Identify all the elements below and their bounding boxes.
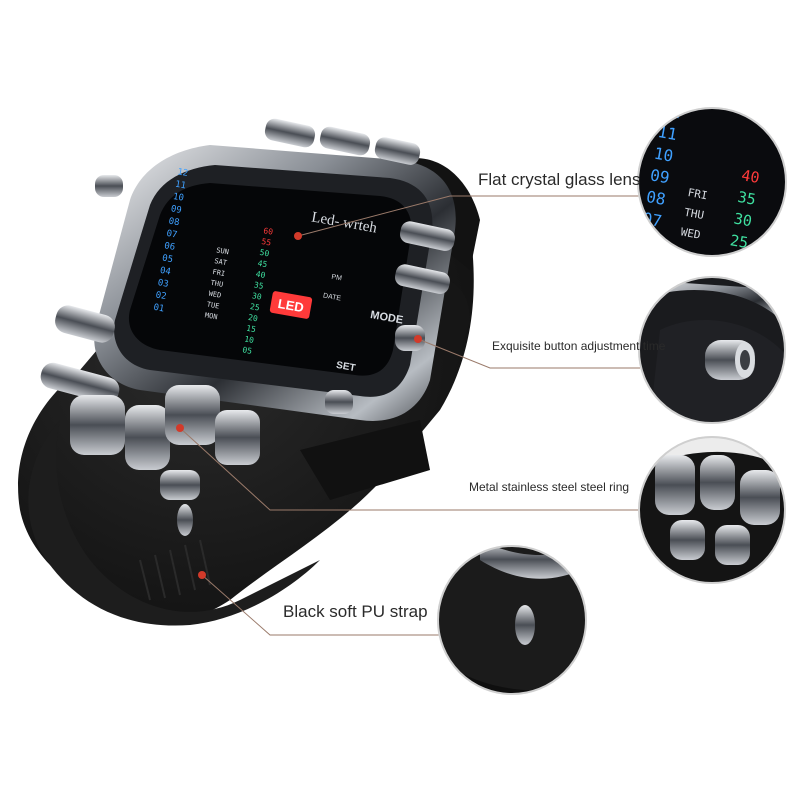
minute-digit: 15 — [246, 324, 257, 335]
day-label: SUN — [216, 246, 230, 256]
day-label: MON — [204, 311, 218, 321]
minute-digit: 55 — [261, 237, 272, 248]
closeup-day-label: FRI — [687, 186, 709, 202]
callout-dots — [176, 232, 422, 579]
detail-ring-closeup — [638, 436, 786, 584]
hour-digit: 03 — [157, 278, 169, 290]
closeup-hour-digit: 11 — [656, 122, 678, 144]
hour-digit: 12 — [176, 167, 188, 179]
hour-digit: 04 — [159, 266, 171, 278]
minute-digit: 40 — [255, 270, 266, 281]
detail-strap-closeup — [437, 545, 587, 695]
hour-digit: 05 — [161, 254, 173, 266]
hour-digit: 11 — [174, 180, 186, 192]
minute-digit: 60 — [263, 226, 274, 237]
hour-digit: 01 — [153, 303, 165, 315]
callout-button-label: Exquisite button adjustment time — [492, 339, 666, 353]
closeup-minute-digit: 25 — [729, 231, 750, 252]
minute-digit: 25 — [249, 302, 260, 313]
minute-digit: 05 — [242, 345, 253, 356]
closeup-hour-digit: 09 — [649, 165, 671, 187]
dot-button — [414, 335, 422, 343]
set-label: SET — [335, 360, 356, 374]
callout-lens-label: Flat crystal glass lens — [478, 170, 641, 189]
mode-label: MODE — [369, 309, 404, 327]
closeup-minute-digit: 40 — [740, 166, 761, 187]
closeup-hour-digit: 08 — [645, 187, 667, 209]
dot-strap — [198, 571, 206, 579]
pm-label: PM — [331, 274, 343, 283]
day-label: SAT — [214, 257, 229, 267]
day-label: TUE — [206, 300, 220, 310]
minute-digit: 20 — [247, 313, 258, 324]
day-label: THU — [210, 279, 224, 289]
dot-lens — [294, 232, 302, 240]
closeup-hour-digit: 06 — [637, 230, 659, 252]
leader-strap — [201, 574, 440, 636]
leader-lens — [297, 195, 640, 237]
callout-strap-label: Black soft PU strap — [283, 602, 428, 621]
hour-digit: 09 — [170, 204, 182, 216]
minute-digit: 50 — [259, 248, 270, 259]
led-badge-bg — [269, 291, 313, 319]
watch-face-display: Led- wrteh MODE SET DATE PM LED SUNSATFR… — [153, 167, 404, 374]
minute-digit: 30 — [251, 291, 262, 302]
detail-button-closeup — [638, 276, 786, 424]
hour-digit: 06 — [163, 241, 175, 253]
callout-leaders — [179, 195, 640, 636]
day-label: FRI — [212, 268, 226, 278]
closeup-hour-digit: 10 — [653, 144, 675, 166]
watch-case — [40, 118, 456, 500]
hour-digit: 02 — [155, 290, 167, 302]
closeup-day-label: THU — [683, 206, 705, 222]
hour-digit: 10 — [172, 192, 184, 204]
minute-digit: 35 — [253, 280, 264, 291]
minute-digit: 45 — [257, 259, 268, 270]
closeup-minute-digit: 20 — [725, 253, 746, 274]
closeup-minute-digit: 30 — [732, 210, 753, 231]
date-label: DATE — [322, 293, 341, 303]
hour-digit: 07 — [166, 229, 178, 241]
callout-ring-label: Metal stainless steel steel ring — [469, 480, 630, 494]
led-badge: LED — [277, 296, 305, 315]
day-label: WED — [208, 290, 222, 300]
leader-ring — [179, 427, 640, 511]
leader-button — [417, 338, 640, 369]
dot-ring — [176, 424, 184, 432]
closeup-day-label: WED — [680, 225, 702, 241]
hour-digit: 08 — [168, 217, 180, 229]
minute-digit: 10 — [244, 335, 255, 346]
closeup-minute-digit: 35 — [736, 188, 757, 209]
